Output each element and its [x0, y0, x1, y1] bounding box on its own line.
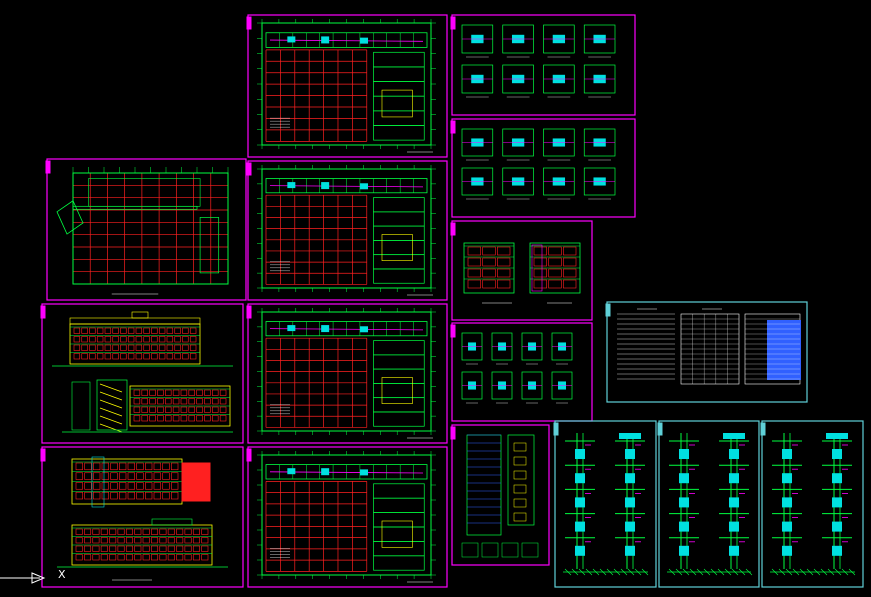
sheet-stair-details-a[interactable]: [450, 14, 636, 116]
sheet-wall-section-3[interactable]: [760, 420, 864, 588]
sheet-roof-plan[interactable]: [45, 158, 247, 301]
sheet-wall-section-2[interactable]: [657, 420, 760, 588]
ucs-axis-label: X: [58, 568, 66, 581]
sheet-plan-3[interactable]: [246, 303, 448, 444]
sheet-plan-1[interactable]: [246, 14, 448, 158]
ucs-axis-icon: [0, 572, 46, 584]
sheet-schedule-table[interactable]: [605, 301, 808, 403]
sheet-wall-details[interactable]: [450, 424, 550, 566]
sheet-wall-section-1[interactable]: [553, 420, 657, 588]
sheet-plan-4[interactable]: [246, 446, 448, 588]
sheet-stair-details-b[interactable]: [450, 118, 636, 218]
sheet-sections[interactable]: [450, 220, 593, 321]
sheet-plan-2[interactable]: [246, 160, 448, 301]
sheet-elevations-a[interactable]: [40, 303, 244, 444]
sheet-details-c[interactable]: [450, 322, 593, 422]
sheet-elevations-b[interactable]: [40, 446, 244, 588]
